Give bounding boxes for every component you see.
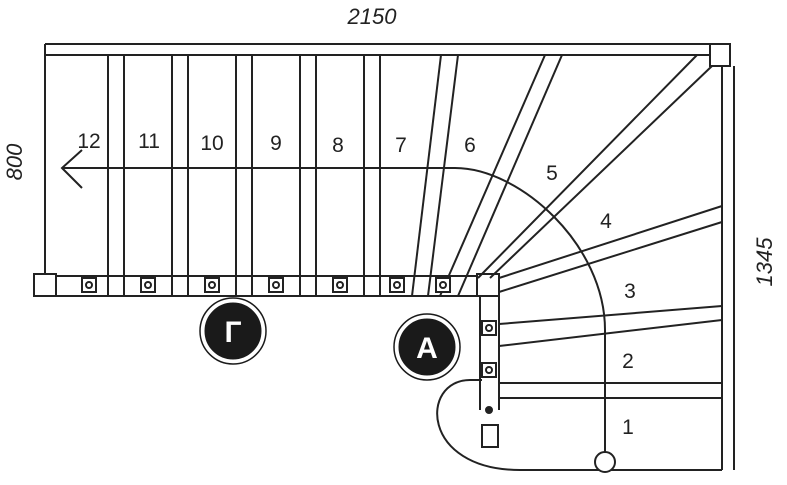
step-number: 12	[77, 130, 100, 153]
winder-line	[498, 205, 723, 279]
step-number: 5	[546, 162, 558, 185]
baluster	[81, 277, 97, 293]
baluster-center	[439, 281, 447, 289]
winder-line	[457, 54, 563, 297]
step-number: 11	[138, 130, 160, 153]
marker-g: Г	[199, 297, 267, 365]
winder-line	[477, 54, 698, 279]
winder-line	[427, 54, 459, 297]
marker-g-label: Г	[224, 316, 241, 349]
baluster-row	[81, 277, 497, 414]
baluster	[435, 277, 451, 293]
corner-post-bottom-left	[33, 273, 57, 297]
winder-line	[498, 305, 723, 325]
baluster-center	[485, 366, 493, 374]
step-number: 1	[622, 416, 634, 439]
winder-line	[411, 54, 442, 297]
step-number: 6	[464, 134, 476, 157]
step-number: 4	[600, 210, 612, 233]
middle-post	[476, 273, 500, 297]
direction-arrow	[60, 149, 83, 189]
baluster-center	[336, 281, 344, 289]
baluster	[481, 320, 497, 336]
baluster-center	[272, 281, 280, 289]
walking-line	[62, 167, 606, 455]
baluster	[332, 277, 348, 293]
marker-a-ring	[393, 313, 461, 381]
baluster	[389, 277, 405, 293]
baluster-center	[485, 324, 493, 332]
marker-a-circle	[395, 315, 459, 379]
corner-post-top-right	[709, 43, 731, 67]
marker-a: А	[393, 313, 461, 381]
marker-g-circle	[201, 299, 265, 363]
baluster	[204, 277, 220, 293]
step-number: 9	[270, 132, 282, 155]
bottom-step-curve	[436, 379, 722, 471]
winder-line	[489, 65, 713, 279]
step-number: 8	[332, 134, 344, 157]
baluster	[268, 277, 284, 293]
step-number: 2	[622, 350, 634, 373]
marker-g-ring	[199, 297, 267, 365]
winder-line	[498, 319, 723, 347]
stair-outline	[33, 43, 735, 473]
step-number: 10	[200, 132, 223, 155]
step-number: 3	[624, 280, 636, 303]
baluster	[481, 362, 497, 378]
baluster-center	[485, 406, 493, 414]
baluster-center	[208, 281, 216, 289]
dimension-depth-left: 800	[2, 143, 27, 180]
dimension-depth-right: 1345	[752, 237, 777, 287]
winder-line	[498, 221, 723, 293]
baluster-center	[393, 281, 401, 289]
step-number: 7	[395, 134, 407, 157]
baluster	[140, 277, 156, 293]
baluster-center	[85, 281, 93, 289]
baluster-center	[144, 281, 152, 289]
dimension-width: 2150	[347, 4, 398, 29]
marker-a-label: А	[416, 332, 438, 365]
bottom-post	[481, 424, 499, 448]
start-circle	[594, 451, 616, 473]
